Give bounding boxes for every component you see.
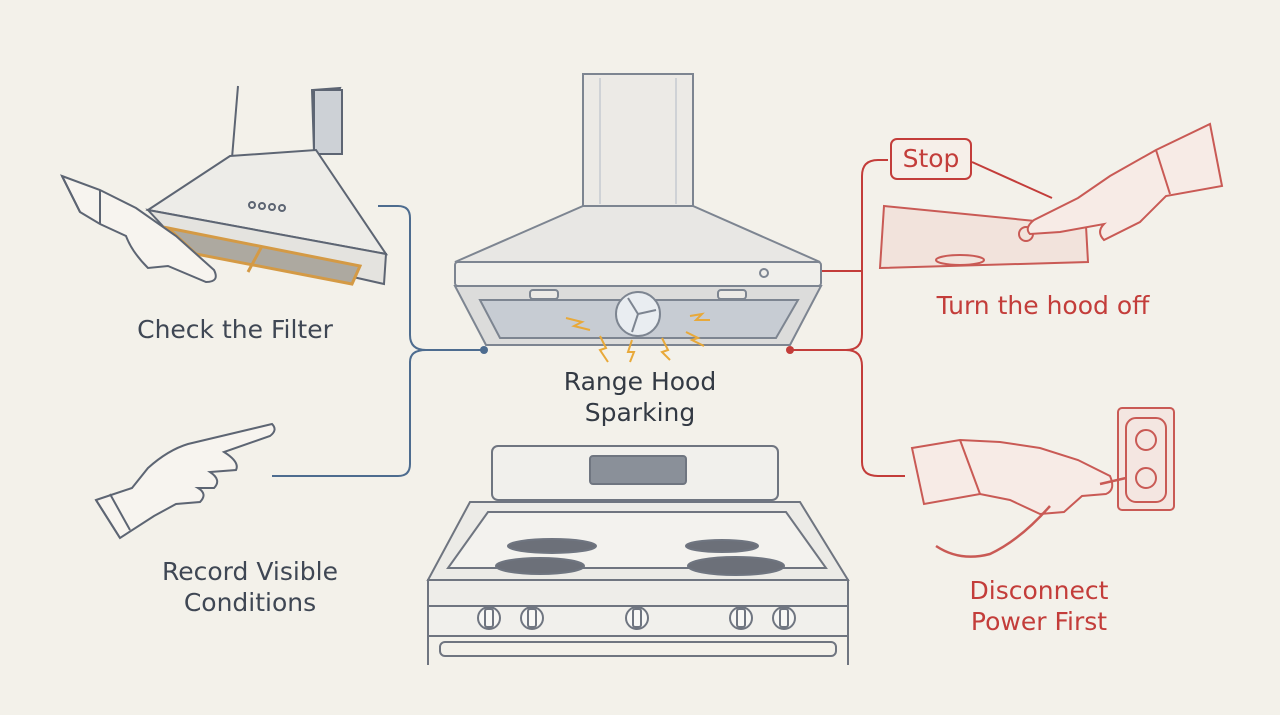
disconnect-power-line1: Disconnect [969, 576, 1109, 605]
disconnect-power-label: Disconnect Power First [914, 575, 1164, 637]
hand-checking-filter-icon [59, 85, 389, 286]
finger-pressing-hood-button-icon [878, 122, 1224, 270]
stop-badge: Stop [890, 138, 972, 180]
sparks-icon [565, 312, 710, 363]
disconnect-power-line2: Power First [970, 607, 1108, 636]
center-label-line1: Range Hood [563, 367, 717, 396]
right-connectors [778, 159, 1053, 477]
pointing-hand-icon [94, 422, 276, 540]
center-label-line2: Sparking [584, 398, 696, 427]
turn-hood-off-label: Turn the hood off [936, 291, 1150, 320]
range-hood-sparking-label: Range Hood Sparking [515, 366, 765, 428]
record-conditions-label: Record Visible Conditions [125, 556, 375, 618]
record-conditions-line2: Conditions [183, 588, 317, 617]
left-connectors [272, 205, 488, 477]
stove-illustration [426, 445, 850, 665]
check-filter-label: Check the Filter [137, 315, 333, 344]
record-conditions-line1: Record Visible [162, 557, 338, 586]
range-hood-illustration [453, 73, 823, 346]
hand-unplugging-cord-icon [910, 407, 1175, 558]
